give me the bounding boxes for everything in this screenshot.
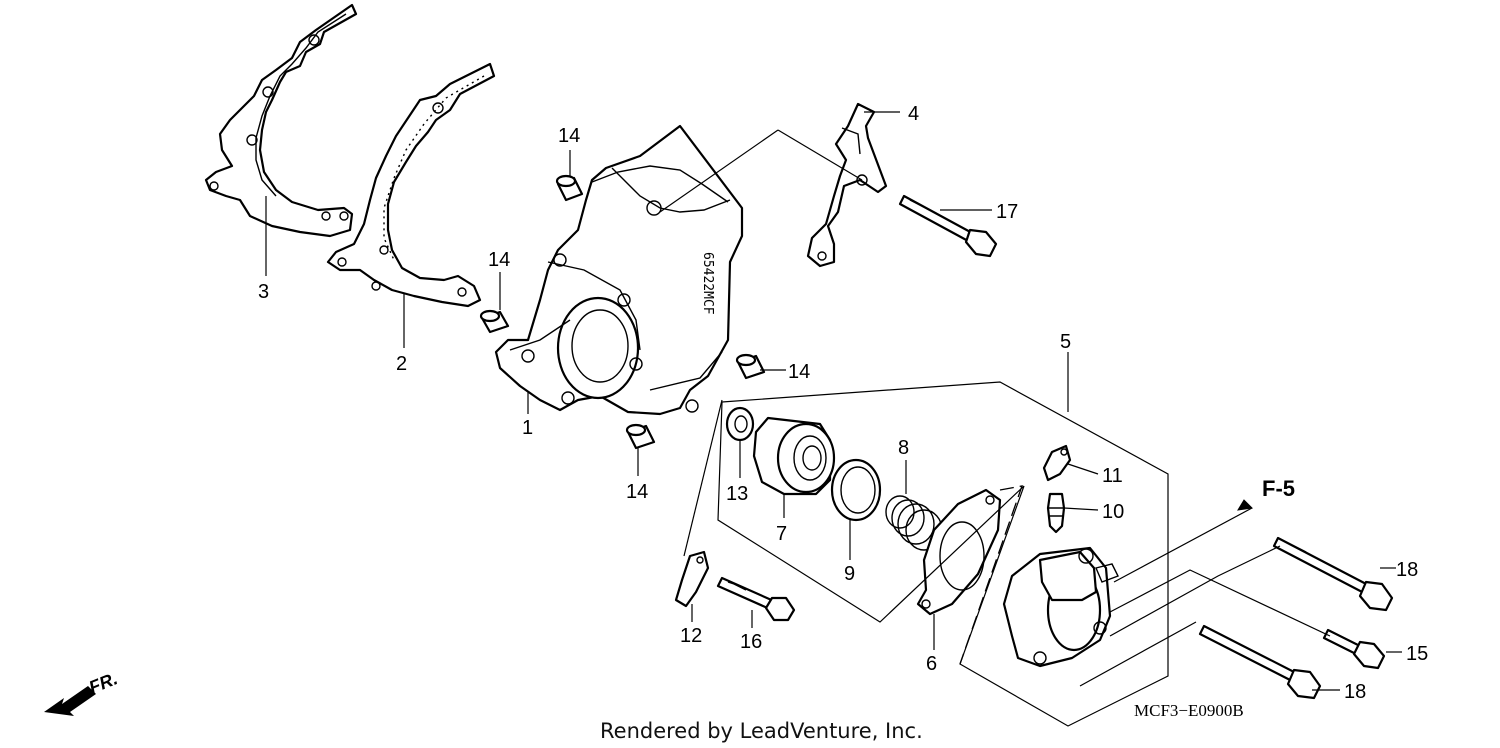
gasket-2[interactable] (326, 62, 496, 308)
bolt-18-lower[interactable] (1198, 624, 1322, 700)
gasket-6[interactable] (916, 488, 1002, 616)
callout-14-top: 14 (558, 125, 580, 147)
gasket-3[interactable] (204, 3, 358, 238)
cover-casting-mark: 65422MCF (700, 252, 715, 315)
callout-14-right: 14 (788, 361, 810, 383)
callout-6: 6 (926, 653, 937, 675)
clip-12[interactable] (674, 550, 710, 608)
bleeder-valve-10[interactable] (1046, 492, 1066, 534)
bolt-15[interactable] (1322, 628, 1386, 670)
callout-18-upper: 18 (1396, 559, 1418, 581)
dowel-pin-14-right[interactable] (735, 353, 766, 380)
callout-12: 12 (680, 625, 702, 647)
oil-seal-13[interactable] (725, 406, 755, 442)
callout-16: 16 (740, 631, 762, 653)
callout-14-left: 14 (488, 249, 510, 271)
callout-2: 2 (396, 353, 407, 375)
callout-7: 7 (776, 523, 787, 545)
callout-9: 9 (844, 563, 855, 585)
callout-1: 1 (522, 417, 533, 439)
bolt-17[interactable] (898, 194, 998, 258)
bracket-4[interactable] (806, 102, 888, 268)
reference-arrow (1237, 499, 1254, 511)
clip-11[interactable] (1042, 444, 1072, 482)
front-direction-arrow-icon (44, 686, 96, 716)
render-credit: Rendered by LeadVenture, Inc. (600, 719, 923, 743)
callout-4: 4 (908, 103, 919, 125)
assembly-dash-line (959, 485, 1023, 665)
callout-10: 10 (1102, 501, 1124, 523)
side-cover-1[interactable]: 65422MCF (494, 124, 744, 416)
leader-lines (265, 111, 1402, 691)
callout-5: 5 (1060, 331, 1071, 353)
callout-3: 3 (258, 281, 269, 303)
dowel-pin-14-bottom[interactable] (625, 423, 656, 450)
front-direction-label: FR. (86, 668, 120, 697)
reference-label: F-5 (1262, 476, 1295, 501)
assembly-outline-5 (717, 381, 1169, 727)
piston-seal-9[interactable] (830, 458, 882, 522)
bolt-18-upper[interactable] (1272, 536, 1394, 612)
callout-15: 15 (1406, 643, 1428, 665)
callout-13: 13 (726, 483, 748, 505)
dowel-pin-14-left[interactable] (479, 309, 510, 334)
diagram-code: MCF3−E0900B (1134, 701, 1244, 720)
bolt-16[interactable] (716, 576, 796, 622)
dowel-pin-14-top[interactable] (555, 174, 584, 202)
callout-18-lower: 18 (1344, 681, 1366, 703)
callout-17: 17 (996, 201, 1018, 223)
piston-7[interactable] (752, 416, 836, 496)
callout-8: 8 (898, 437, 909, 459)
slave-cylinder-5[interactable] (1002, 546, 1119, 668)
callout-11: 11 (1102, 465, 1123, 487)
callout-14-bottom: 14 (626, 481, 648, 503)
